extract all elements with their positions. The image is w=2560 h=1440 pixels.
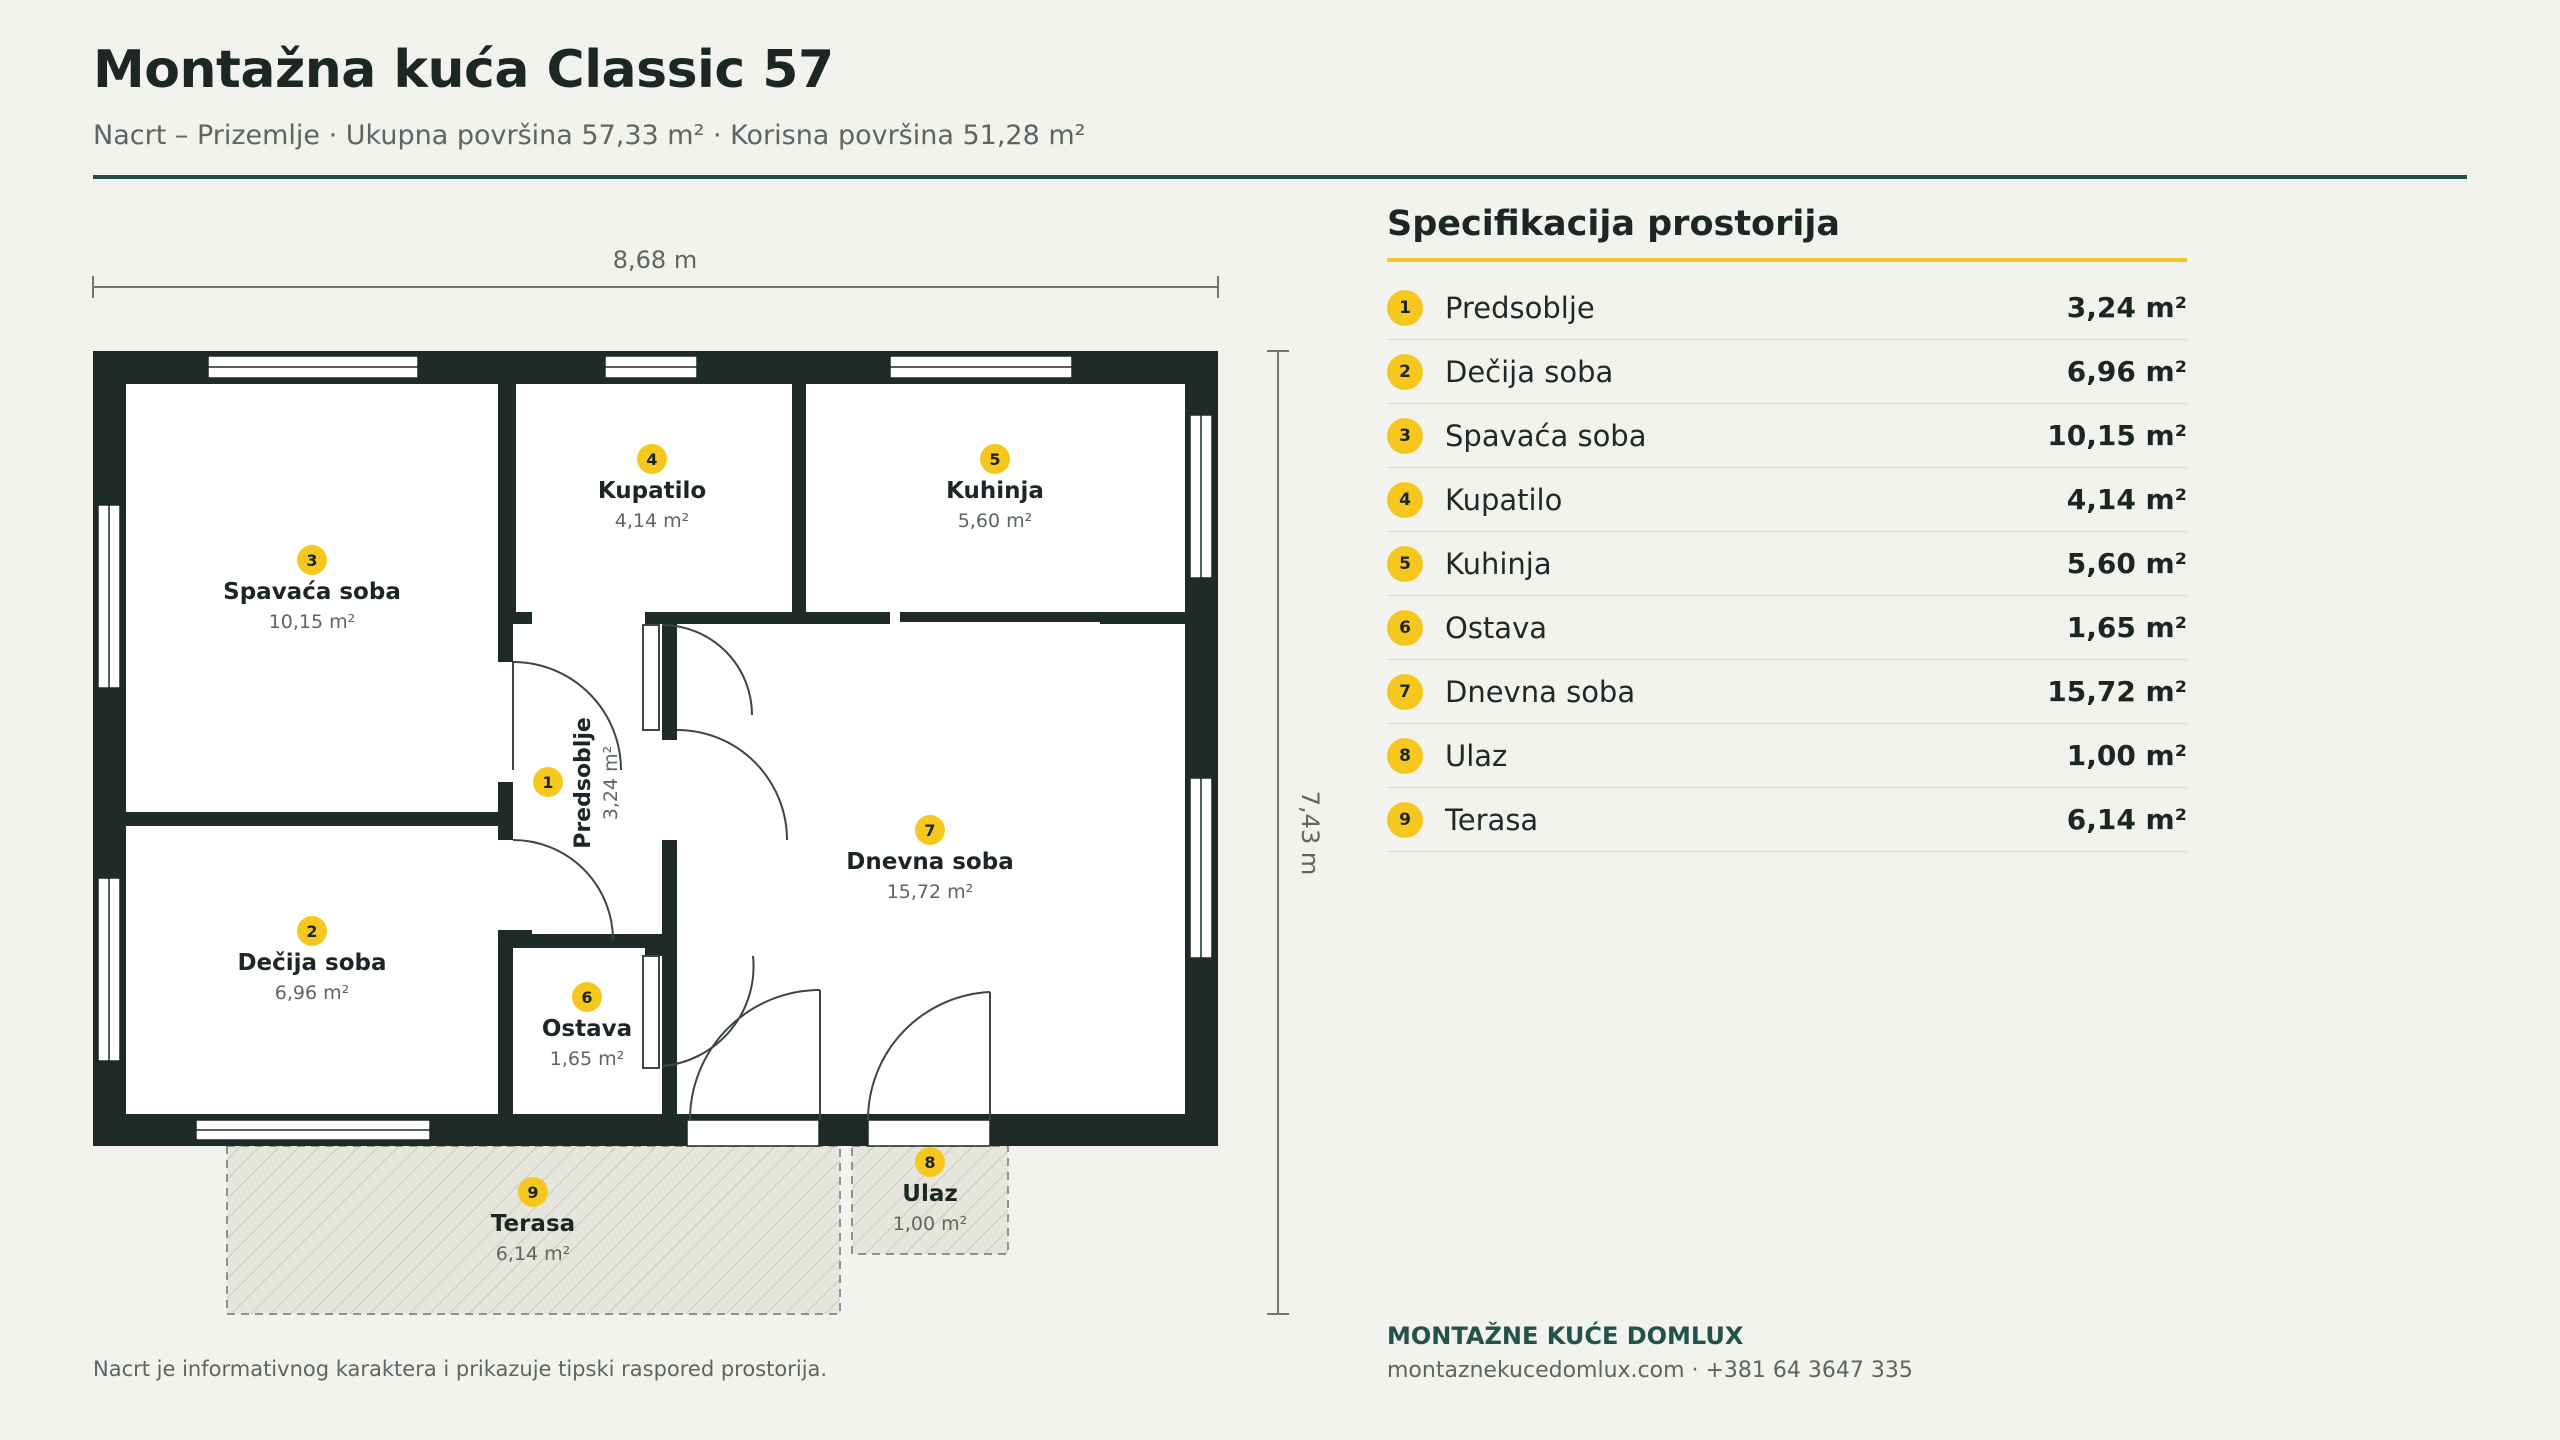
spec-row: 5 Kuhinja 5,60 m²	[1387, 532, 2187, 596]
room-name: Ulaz	[1445, 738, 1508, 773]
room-label-kupatilo: 4 Kupatilo 4,14 m²	[598, 444, 706, 532]
svg-text:5,60 m²: 5,60 m²	[958, 510, 1032, 532]
room-name: Terasa	[1445, 802, 1539, 837]
room-label-ostava: 6 Ostava 1,65 m²	[542, 982, 632, 1070]
svg-text:6,96 m²: 6,96 m²	[275, 982, 349, 1004]
contact-info: montaznekucedomlux.com · +381 64 3647 33…	[1387, 1358, 1913, 1383]
room-label-spavaca-soba: 3 Spavaća soba 10,15 m²	[223, 545, 401, 633]
width-dimension-line	[92, 276, 1219, 298]
spec-row: 8 Ulaz 1,00 m²	[1387, 724, 2187, 788]
svg-text:4: 4	[646, 450, 657, 469]
room-label-decija-soba: 2 Dečija soba 6,96 m²	[237, 916, 387, 1004]
svg-text:Ostava: Ostava	[542, 1016, 632, 1042]
room-label-kuhinja: 5 Kuhinja 5,60 m²	[946, 444, 1044, 532]
svg-text:Kupatilo: Kupatilo	[598, 478, 706, 504]
room-number-badge: 6	[1387, 609, 1423, 646]
spec-row: 9 Terasa 6,14 m²	[1387, 788, 2187, 852]
page-subtitle: Nacrt – Prizemlje · Ukupna površina 57,3…	[93, 120, 1086, 151]
room-name: Kuhinja	[1445, 546, 1552, 581]
room-name: Kupatilo	[1445, 482, 1563, 517]
room-label-terasa: 9 Terasa 6,14 m²	[491, 1177, 575, 1265]
room-number-badge: 1	[1387, 289, 1423, 326]
windows	[97, 355, 1213, 1147]
room-area: 3,24 m²	[2066, 291, 2187, 324]
room-labels: 1 Predsoblje 3,24 m² 2 Dečija soba 6,96 …	[223, 444, 1044, 1265]
room-number-badge: 5	[1387, 545, 1423, 582]
spec-title: Specifikacija prostorija	[1387, 204, 1840, 244]
spec-row: 3 Spavaća soba 10,15 m²	[1387, 404, 2187, 468]
room-area: 1,65 m²	[2066, 611, 2187, 644]
svg-text:1,65 m²: 1,65 m²	[550, 1048, 624, 1070]
room-name: Spavaća soba	[1445, 418, 1647, 453]
svg-text:1,00 m²: 1,00 m²	[893, 1213, 967, 1235]
spec-title-underline	[1387, 258, 2187, 262]
svg-text:3,24 m²: 3,24 m²	[600, 746, 622, 820]
svg-text:8: 8	[924, 1153, 935, 1172]
svg-text:6: 6	[581, 988, 592, 1007]
svg-text:4,14 m²: 4,14 m²	[615, 510, 689, 532]
room-area: 6,96 m²	[2066, 355, 2187, 388]
page-title: Montažna kuća Classic 57	[93, 40, 834, 100]
spec-row: 7 Dnevna soba 15,72 m²	[1387, 660, 2187, 724]
floor-plan-drawing: 8,68 m 7,43 m	[92, 246, 1324, 1315]
spec-row: 2 Dečija soba 6,96 m²	[1387, 340, 2187, 404]
svg-text:Predsoblje: Predsoblje	[571, 717, 596, 849]
svg-text:Kuhinja: Kuhinja	[946, 478, 1044, 504]
svg-text:Ulaz: Ulaz	[902, 1181, 957, 1207]
room-number-badge: 9	[1387, 801, 1423, 838]
spec-row: 6 Ostava 1,65 m²	[1387, 596, 2187, 660]
height-label: 7,43 m	[1296, 791, 1324, 875]
doors	[512, 624, 991, 1121]
svg-text:9: 9	[527, 1183, 538, 1202]
disclaimer-note: Nacrt je informativnog karaktera i prika…	[93, 1357, 828, 1381]
svg-text:6,14 m²: 6,14 m²	[496, 1243, 570, 1265]
header-divider	[93, 175, 2467, 179]
room-area: 5,60 m²	[2066, 547, 2187, 580]
room-label-predsoblje: 1 Predsoblje 3,24 m²	[533, 717, 622, 849]
room-name: Dnevna soba	[1445, 674, 1636, 709]
spec-row: 1 Predsoblje 3,24 m²	[1387, 276, 2187, 340]
room-label-ulaz: 8 Ulaz 1,00 m²	[893, 1147, 967, 1235]
room-area: 10,15 m²	[2047, 419, 2187, 452]
room-name: Ostava	[1445, 610, 1548, 645]
interior-walls	[498, 384, 1185, 1114]
floor-plan: 8,68 m 7,43 m	[92, 246, 1324, 1315]
room-number-badge: 3	[1387, 417, 1423, 454]
room-number-badge: 8	[1387, 737, 1423, 774]
room-number-badge: 4	[1387, 481, 1423, 518]
width-label: 8,68 m	[613, 246, 697, 274]
spec-row: 4 Kupatilo 4,14 m²	[1387, 468, 2187, 532]
room-spec-list: 1 Predsoblje 3,24 m² 2 Dečija soba 6,96 …	[1387, 276, 2187, 852]
room-name: Predsoblje	[1445, 290, 1595, 325]
room-area: 6,14 m²	[2066, 803, 2187, 836]
svg-text:Dečija soba: Dečija soba	[237, 950, 386, 976]
room-label-dnevna-soba: 7 Dnevna soba 15,72 m²	[846, 815, 1014, 903]
svg-text:Dnevna soba: Dnevna soba	[846, 849, 1013, 875]
svg-text:1: 1	[542, 773, 553, 792]
room-area: 1,00 m²	[2066, 739, 2187, 772]
svg-text:5: 5	[989, 450, 1000, 469]
svg-text:2: 2	[306, 922, 317, 941]
svg-text:3: 3	[306, 551, 317, 570]
room-name: Dečija soba	[1445, 354, 1614, 389]
room-area: 15,72 m²	[2047, 675, 2187, 708]
room-number-badge: 2	[1387, 353, 1423, 390]
svg-text:7: 7	[924, 821, 935, 840]
room-area: 4,14 m²	[2066, 483, 2187, 516]
svg-text:Terasa: Terasa	[491, 1211, 575, 1237]
svg-text:15,72 m²: 15,72 m²	[887, 881, 974, 903]
room-number-badge: 7	[1387, 673, 1423, 710]
brand-name: MONTAŽNE KUĆE DOMLUX	[1387, 1322, 1744, 1350]
height-dimension-line	[1267, 350, 1289, 1315]
svg-text:Spavaća soba: Spavaća soba	[223, 579, 401, 605]
svg-text:10,15 m²: 10,15 m²	[269, 611, 356, 633]
